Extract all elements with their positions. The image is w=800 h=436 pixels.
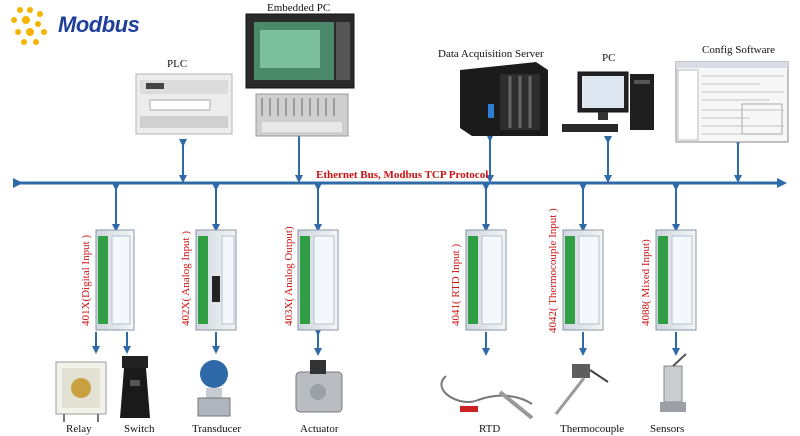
- embedded-pc-device: [245, 13, 355, 137]
- plc-label: PLC: [167, 58, 188, 70]
- relay-label: Relay: [66, 423, 92, 435]
- module-401x: [95, 229, 135, 331]
- module-4088: [655, 229, 697, 331]
- module-label-4041: 4041( RTD Input ): [450, 243, 462, 326]
- config-software-label: Config Software: [702, 44, 776, 56]
- modbus-logo: Modbus: [0, 0, 158, 52]
- config-software-window: [675, 61, 789, 143]
- switch-device: [120, 356, 150, 418]
- transducer-device: [197, 360, 231, 417]
- relay-device: [55, 361, 107, 422]
- sensors-device: [660, 353, 687, 412]
- bus-label: Ethernet Bus, Modbus TCP Protocol: [316, 169, 489, 181]
- module-4041: [465, 229, 507, 331]
- daq-server-device: [460, 62, 548, 136]
- rtd-device: [440, 375, 534, 420]
- daq-server-label: Data Acquisition Server: [438, 48, 544, 60]
- top-connectors: [179, 131, 742, 183]
- pc-device: [562, 71, 654, 132]
- module-4042: [562, 229, 604, 331]
- module-403x: [297, 229, 339, 331]
- module-connectors: [112, 183, 680, 232]
- pc-label: PC: [602, 52, 616, 64]
- module-label-403x: 403X( Analog Output): [283, 226, 295, 326]
- rtd-label: RTD: [479, 423, 501, 435]
- module-label-402x: 402X( Analog Input ): [180, 230, 192, 326]
- embedded-pc-label: Embedded PC: [267, 2, 331, 14]
- switch-label: Switch: [124, 423, 155, 435]
- sensors-label: Sensors: [650, 423, 685, 435]
- module-label-4042: 4042( Thermocouple Input ): [547, 208, 559, 333]
- module-label-4088: 4088( Mixed Input): [640, 239, 652, 326]
- module-label-401x: 401X(Digital Input ): [80, 234, 92, 326]
- actuator-device: [295, 360, 343, 413]
- thermocouple-label: Thermocouple: [560, 423, 625, 435]
- plc-device: [135, 73, 233, 135]
- modbus-logo-dots-icon: [11, 7, 47, 45]
- modbus-logo-text: Modbus: [58, 12, 140, 37]
- field-connectors: [92, 328, 680, 356]
- module-402x: [195, 229, 237, 331]
- actuator-label: Actuator: [300, 423, 339, 435]
- thermocouple-device: [554, 364, 609, 415]
- transducer-label: Transducer: [192, 423, 242, 435]
